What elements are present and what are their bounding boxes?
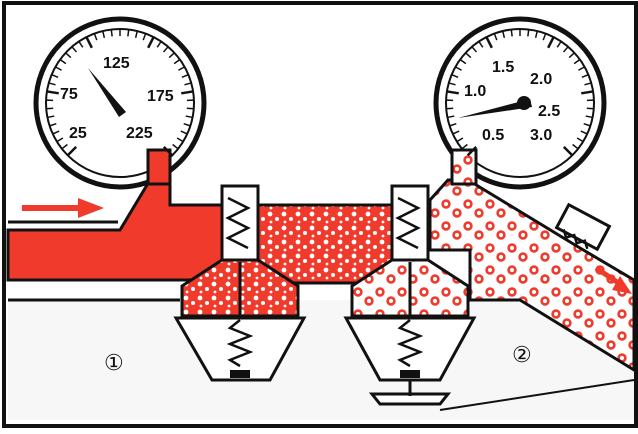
gauge-tick — [528, 30, 529, 37]
gauge-tick — [446, 108, 453, 109]
gauge-2-label-0.5: 0.5 — [482, 127, 504, 144]
gauge-2-label-1.5: 1.5 — [492, 59, 514, 76]
marker-1: ① — [104, 350, 124, 375]
gauge-tick — [511, 30, 512, 37]
gauge-1: 125 75 175 25 225 — [36, 19, 204, 187]
gauge-2-label-2.5: 2.5 — [538, 103, 560, 120]
gauge-1-label-25: 25 — [69, 125, 87, 142]
gauge-tick — [111, 30, 112, 37]
marker-2: ② — [512, 342, 532, 367]
gauge-2-label-2.0: 2.0 — [530, 71, 552, 88]
gauge-tick — [128, 30, 129, 37]
gauge-2: 1.5 1.0 2.0 2.5 0.5 3.0 — [436, 19, 604, 187]
gauge-2-label-3.0: 3.0 — [530, 127, 552, 144]
gauge-tick — [46, 108, 53, 109]
gauge-1-label-125: 125 — [103, 55, 130, 72]
gauge-1-label-75: 75 — [60, 86, 78, 103]
gauge-2-label-1.0: 1.0 — [464, 83, 486, 100]
gauge-1-label-175: 175 — [147, 88, 174, 105]
gauge-tick — [187, 108, 194, 109]
lower-stage — [8, 300, 634, 420]
gauge-tick — [587, 108, 594, 109]
gauge-2-hub — [517, 96, 531, 110]
gauge-1-label-225: 225 — [126, 125, 153, 142]
